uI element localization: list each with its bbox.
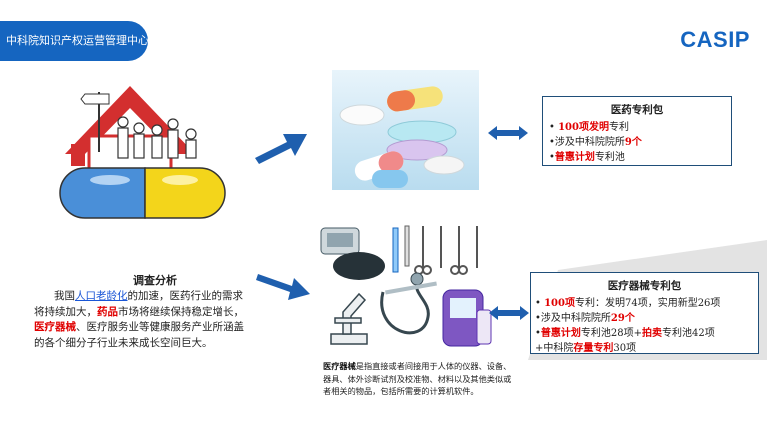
device-package-title: 医疗器械专利包: [607, 280, 682, 292]
device-package-line-1: • 100项专利：发明74项，实用新型26项: [535, 298, 721, 309]
drug-package-line-2: •涉及中科院院所9个: [549, 137, 642, 148]
org-name-banner: 中科院知识产权运营管理中心: [0, 21, 149, 61]
medical-device-definition: 医疗器械是指直接或者间接用于人体的仪器、设备、器具、体外诊断试剂及校准物、材料以…: [323, 360, 513, 398]
caption-text: 是指直接或者间接用于人体的仪器、设备、器具、体外诊断试剂及校准物、材料以及其他类…: [323, 361, 512, 396]
people-figures: [117, 116, 197, 159]
device-package-line-3: •普惠计划专利池28项+拍卖专利池42项: [535, 328, 715, 339]
survey-text-1: 我国: [54, 290, 75, 302]
survey-paragraph: 我国人口老龄化的加速，医药行业的需求将持续加大，药品市场将继续保持稳定增长， 医疗…: [34, 289, 250, 351]
highlight-drugs: 药品: [97, 305, 118, 318]
device-patent-package-box: 医疗器械专利包 • 100项专利：发明74项，实用新型26项 •涉及中科院院所2…: [530, 272, 759, 354]
medical-devices-image: [320, 225, 492, 347]
aging-population-link[interactable]: 人口老龄化: [75, 290, 128, 302]
brand-logo: CASIP: [680, 27, 750, 52]
device-package-line-2: •涉及中科院院所29个: [535, 313, 635, 324]
survey-title: 调查分析: [133, 274, 177, 287]
survey-text-2: 的加速，医药行业的需求将持续加大，: [34, 290, 243, 318]
drug-package-line-3: •普惠计划专利池: [549, 152, 625, 163]
pills-image: [332, 70, 479, 190]
survey-text-4: 、医疗服务业等健康服务产业所涵盖的各个细分子行业未来成长空间巨大。: [34, 321, 244, 349]
drug-package-title: 医药专利包: [610, 104, 664, 116]
highlight-medical-devices: 医疗器械: [34, 321, 76, 333]
arrow-to-devices-icon: [256, 274, 310, 300]
double-arrow-drugs-icon: [488, 126, 528, 140]
aging-population-illustration: [59, 86, 226, 219]
double-arrow-devices-icon: [489, 306, 529, 320]
survey-text-3: 市场将继续保持稳定增长，: [118, 305, 244, 318]
arrow-to-drugs-icon: [255, 134, 307, 164]
caption-highlight: 医疗器械: [323, 361, 356, 371]
drug-patent-package-box: 医药专利包 • 100项发明专利 •涉及中科院院所9个 •普惠计划专利池: [542, 96, 732, 166]
drug-package-line-1: • 100项发明专利: [549, 122, 629, 133]
device-package-line-4: +中科院存量专利30项: [535, 343, 637, 354]
